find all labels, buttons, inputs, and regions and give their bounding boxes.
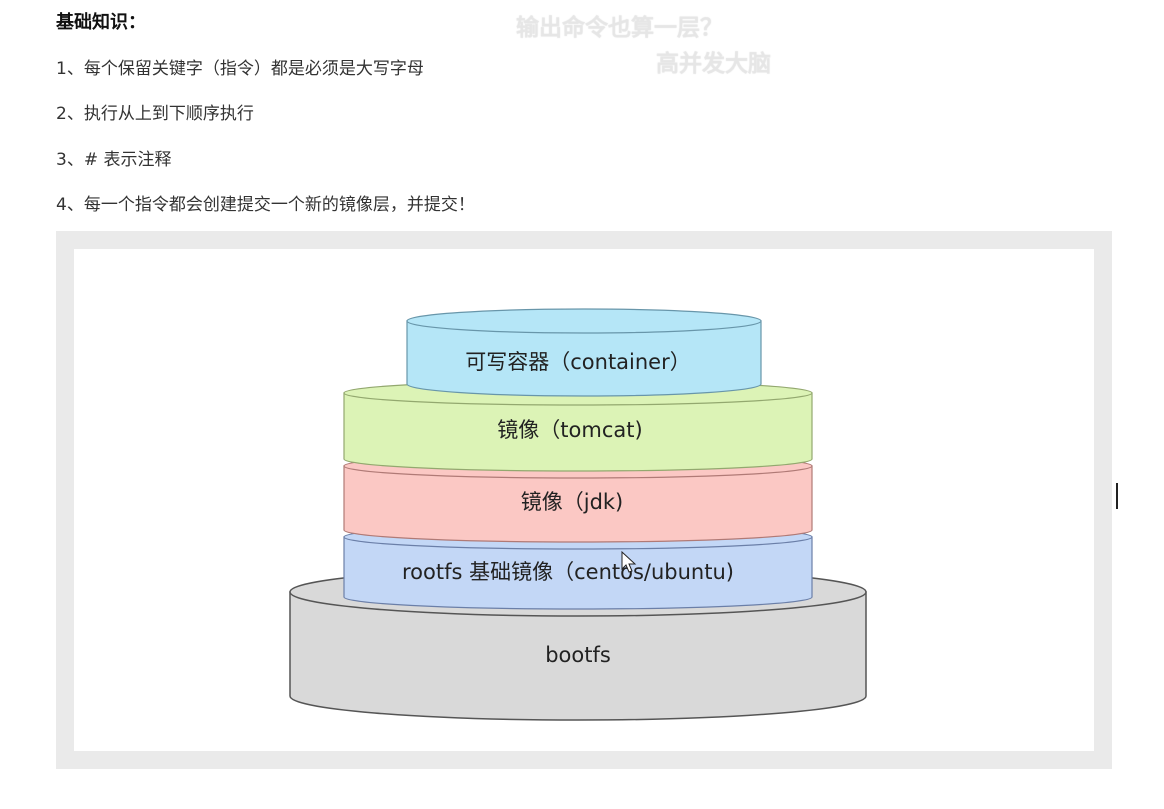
rule-item-1: 1、每个保留关键字（指令）都是必须是大写字母 [56, 59, 424, 79]
layer-rootfs-label: rootfs 基础镜像（centos/ubuntu) [402, 560, 734, 584]
layer-jdk-body [343, 465, 813, 543]
layer-bootfs-body [289, 591, 867, 721]
layer-container-top [406, 308, 762, 334]
text-cursor [1116, 483, 1118, 509]
diagram-frame: bootfs rootfs 基础镜像（centos/ubuntu) 镜像（jdk… [56, 231, 1112, 769]
layer-container-body [406, 320, 762, 397]
layer-tomcat-label: 镜像（tomcat) [497, 418, 642, 442]
rule-item-4: 4、每一个指令都会创建提交一个新的镜像层，并提交！ [56, 195, 475, 215]
layer-bootfs-label: bootfs [545, 643, 611, 667]
layer-container-label: 可写容器（container） [465, 350, 691, 374]
layer-jdk-label: 镜像（jdk) [521, 490, 624, 514]
danmaku-comment: 输出命令也算一层？ [516, 15, 723, 41]
section-heading: 基础知识： [56, 12, 146, 33]
layer-rootfs-body [343, 536, 813, 610]
mouse-pointer-icon [621, 550, 637, 573]
image-layer-diagram: bootfs rootfs 基础镜像（centos/ubuntu) 镜像（jdk… [289, 308, 867, 721]
rule-item-2: 2、执行从上到下顺序执行 [56, 104, 254, 124]
diagram-canvas: bootfs rootfs 基础镜像（centos/ubuntu) 镜像（jdk… [74, 249, 1094, 751]
rule-item-3: 3、# 表示注释 [56, 150, 172, 170]
layer-tomcat-body [343, 392, 813, 472]
danmaku-comment: 高并发大脑 [656, 51, 771, 77]
layer-container: 可写容器（container） [406, 308, 762, 397]
